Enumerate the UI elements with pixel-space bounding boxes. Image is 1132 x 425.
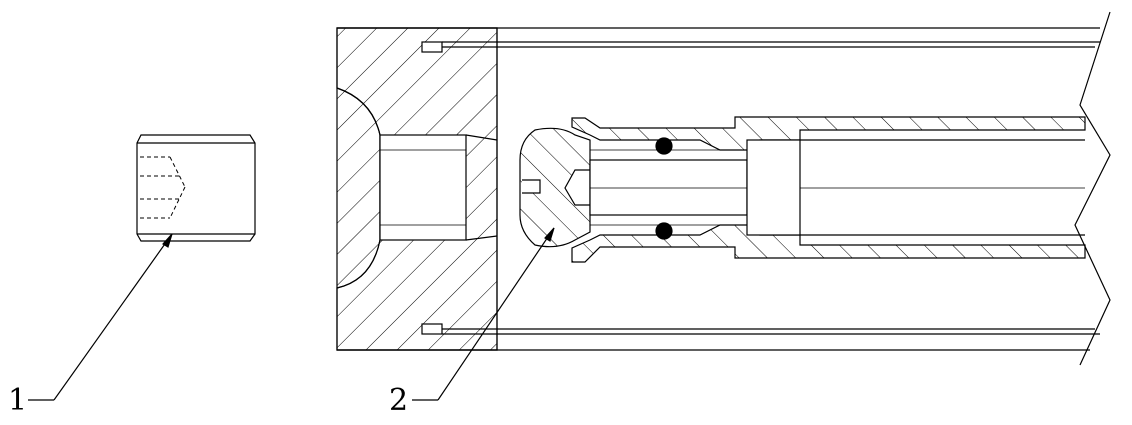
callout-label-1: 1 <box>8 383 28 418</box>
part-1-plug <box>136 134 256 242</box>
outer-tube <box>337 11 1111 366</box>
callout-label-2: 2 <box>389 383 409 418</box>
seal-ring-top <box>655 137 673 155</box>
leader-lines <box>28 227 555 401</box>
seal-ring-bottom <box>655 222 673 240</box>
part-2-inner-assembly <box>519 116 1086 263</box>
housing-left-block <box>336 27 498 351</box>
